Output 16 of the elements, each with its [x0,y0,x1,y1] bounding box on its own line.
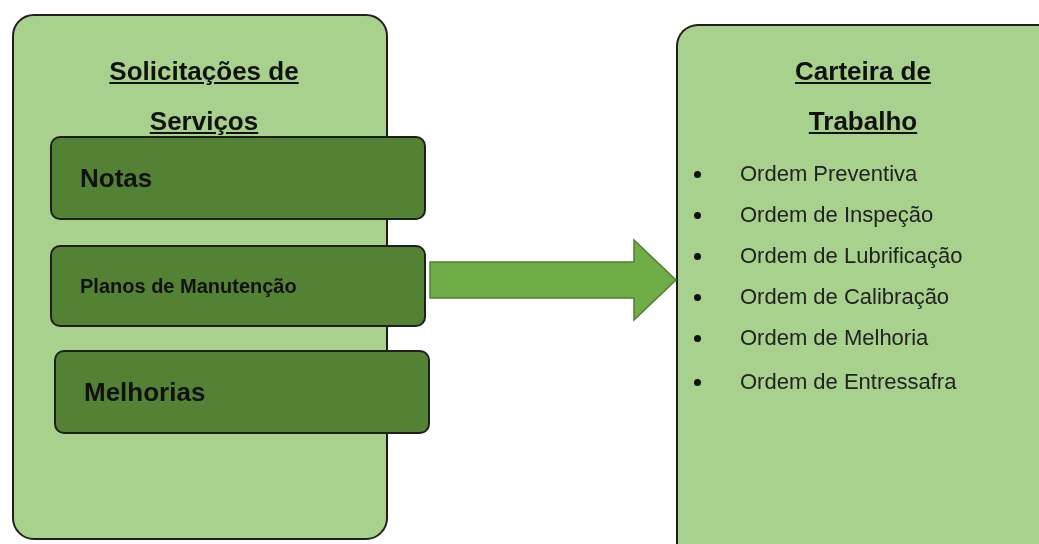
block-arrow [429,238,678,322]
box-label: Planos de Manutenção [79,274,297,298]
list-item: Ordem Preventiva [740,161,918,187]
list-item: Ordem de Melhoria [740,325,929,351]
list-item: Ordem de Calibração [740,284,950,310]
process-box [50,136,426,220]
panel-title: Solicitações de Serviços [108,55,300,138]
list-item: Ordem de Entressafra [740,369,957,395]
list-item: Ordem de Lubrificação [740,243,963,269]
box-label: Notas [79,162,153,194]
group-panel [676,24,1039,544]
process-box [50,245,426,327]
process-box [54,350,430,434]
box-label: Melhorias [83,376,206,408]
list-item: Ordem de Inspeção [740,202,934,228]
panel-title: Carteira de Trabalho [794,55,932,138]
